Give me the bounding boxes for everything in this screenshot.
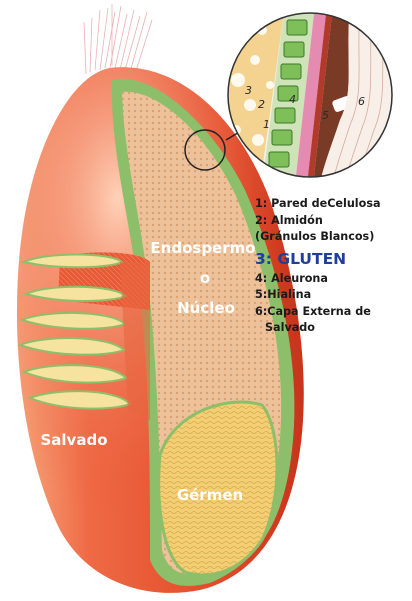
label-endosperm-line3: Núcleo	[177, 299, 235, 317]
legend-item-1: 1: Pared deCelulosa	[255, 196, 412, 213]
legend-item-3-gluten: 3: GLUTEN	[255, 248, 412, 270]
legend-item-4: 4: Aleurona	[255, 271, 412, 288]
inset-number-2: 2	[258, 98, 265, 111]
inset-number-5: 5	[322, 109, 329, 122]
label-endosperm-line1: Endospermo	[150, 239, 255, 257]
legend-item-6-detail: Salvado	[255, 320, 412, 337]
label-endosperm-line2: o	[200, 269, 210, 287]
legend-item-2-detail: (Gránulos Blancos)	[255, 229, 412, 246]
label-germ: Gérmen	[177, 486, 243, 504]
label-bran: Salvado	[40, 431, 107, 449]
brush-hairs	[84, 4, 152, 74]
inset-number-6: 6	[358, 95, 365, 108]
inset-number-4: 4	[289, 93, 296, 106]
inset-number-1: 1	[263, 118, 270, 131]
legend-item-2: 2: Almidón	[255, 213, 412, 230]
legend: 1: Pared deCelulosa 2: Almidón (Gránulos…	[255, 196, 412, 337]
inset-number-3: 3	[245, 84, 252, 97]
legend-item-5: 5:Hialina	[255, 287, 412, 304]
legend-item-6: 6:Capa Externa de	[255, 304, 412, 321]
